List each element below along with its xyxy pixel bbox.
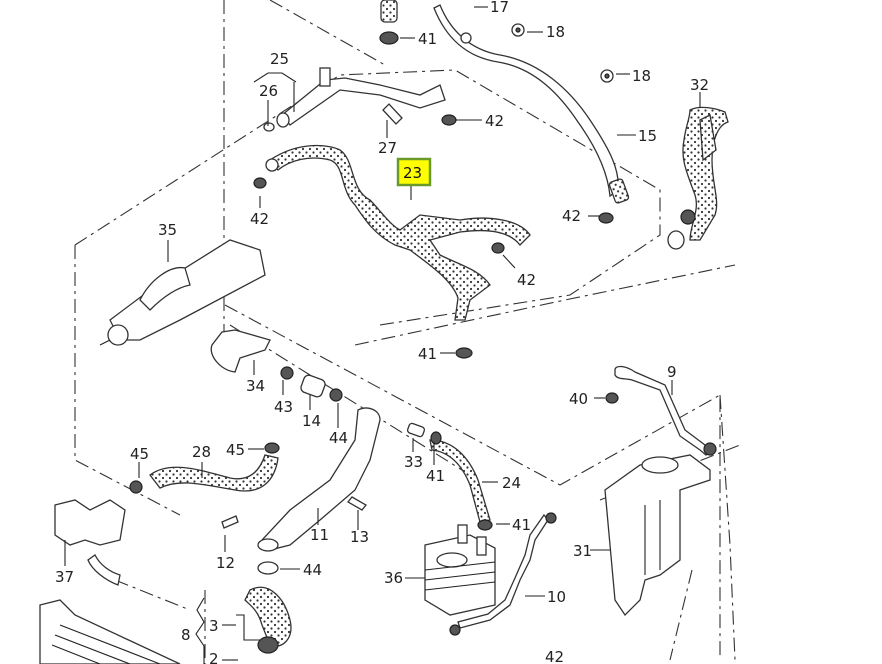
clamp-43	[280, 366, 294, 380]
grommet-17	[460, 32, 472, 44]
part-labels: 17 18 18 41 25 26 27 42 15 32 23 42 42 3…	[55, 0, 709, 664]
connector-33	[406, 422, 426, 438]
label-31: 31	[573, 542, 592, 560]
label-34: 34	[246, 377, 265, 395]
label-36: 36	[384, 569, 403, 587]
pipe-15	[433, 4, 619, 198]
label-44: 44	[329, 429, 348, 447]
hose-end-15	[608, 178, 630, 204]
vent-hose-9	[614, 365, 714, 456]
label-45: 45	[226, 441, 245, 459]
label-15: 15	[638, 127, 657, 145]
radiator	[39, 599, 181, 664]
clamp-45-right	[264, 442, 280, 454]
o-ring-26	[263, 122, 275, 132]
label-42: 42	[485, 112, 504, 130]
clamp-42-top	[441, 114, 457, 126]
label-37: 37	[55, 568, 74, 586]
clamp-41-mid	[455, 347, 473, 359]
hose-32	[682, 106, 729, 241]
hose-segment-top	[380, 0, 398, 23]
bolt-12	[221, 515, 239, 529]
label-44: 44	[303, 561, 322, 579]
label-24: 24	[502, 474, 521, 492]
hose-28	[149, 454, 279, 492]
label-25: 25	[270, 50, 289, 68]
clamp-41-bottom	[477, 519, 493, 531]
clamp-42-mid	[491, 242, 505, 254]
label-17: 17	[490, 0, 509, 16]
clamp-40	[605, 392, 619, 404]
clamp-42-right	[598, 212, 614, 224]
pipe-10	[457, 513, 549, 629]
pipe-11	[261, 407, 381, 551]
hose-23	[269, 144, 531, 321]
label-32: 32	[690, 76, 709, 94]
label-27: 27	[378, 139, 397, 157]
clamp-45-left	[129, 480, 143, 494]
label-42: 42	[562, 207, 581, 225]
label-14: 14	[302, 412, 321, 430]
sleeve-14	[300, 374, 326, 398]
label-9: 9	[667, 363, 677, 381]
label-11: 11	[310, 526, 329, 544]
label-13: 13	[350, 528, 369, 546]
tank-cap	[641, 456, 679, 474]
thermostat-housing-37	[54, 499, 126, 546]
label-45: 45	[130, 445, 149, 463]
clamp-41-top	[379, 31, 399, 45]
label-23-highlighted: 23	[403, 164, 422, 182]
label-41: 41	[418, 345, 437, 363]
label-18: 18	[546, 23, 565, 41]
expansion-tank-31	[604, 454, 711, 617]
bolt-13	[347, 496, 367, 511]
label-2: 2	[209, 650, 219, 664]
clamp-42-left	[253, 177, 267, 189]
clamp-44-top	[329, 388, 343, 402]
label-40: 40	[569, 390, 588, 408]
label-18: 18	[632, 67, 651, 85]
pipe-25	[281, 77, 446, 126]
label-42: 42	[545, 648, 564, 664]
egr-cooler-35	[109, 239, 266, 341]
label-12: 12	[216, 554, 235, 572]
label-26: 26	[259, 82, 278, 100]
label-43: 43	[274, 398, 293, 416]
label-42: 42	[250, 210, 269, 228]
label-35: 35	[158, 221, 177, 239]
clamp-44-bottom	[257, 561, 279, 575]
label-42: 42	[517, 271, 536, 289]
label-28: 28	[192, 443, 211, 461]
label-8: 8	[181, 626, 191, 644]
label-41: 41	[418, 30, 437, 48]
label-10: 10	[547, 588, 566, 606]
hose-8	[244, 586, 292, 647]
parts-artwork	[39, 0, 729, 664]
label-41: 41	[512, 516, 531, 534]
flange-34	[210, 329, 271, 373]
label-3: 3	[209, 617, 219, 635]
highlighted-part-box	[396, 157, 432, 187]
label-41: 41	[426, 467, 445, 485]
leader-lines	[64, 6, 701, 664]
label-33: 33	[404, 453, 423, 471]
bolt-27	[382, 103, 403, 125]
